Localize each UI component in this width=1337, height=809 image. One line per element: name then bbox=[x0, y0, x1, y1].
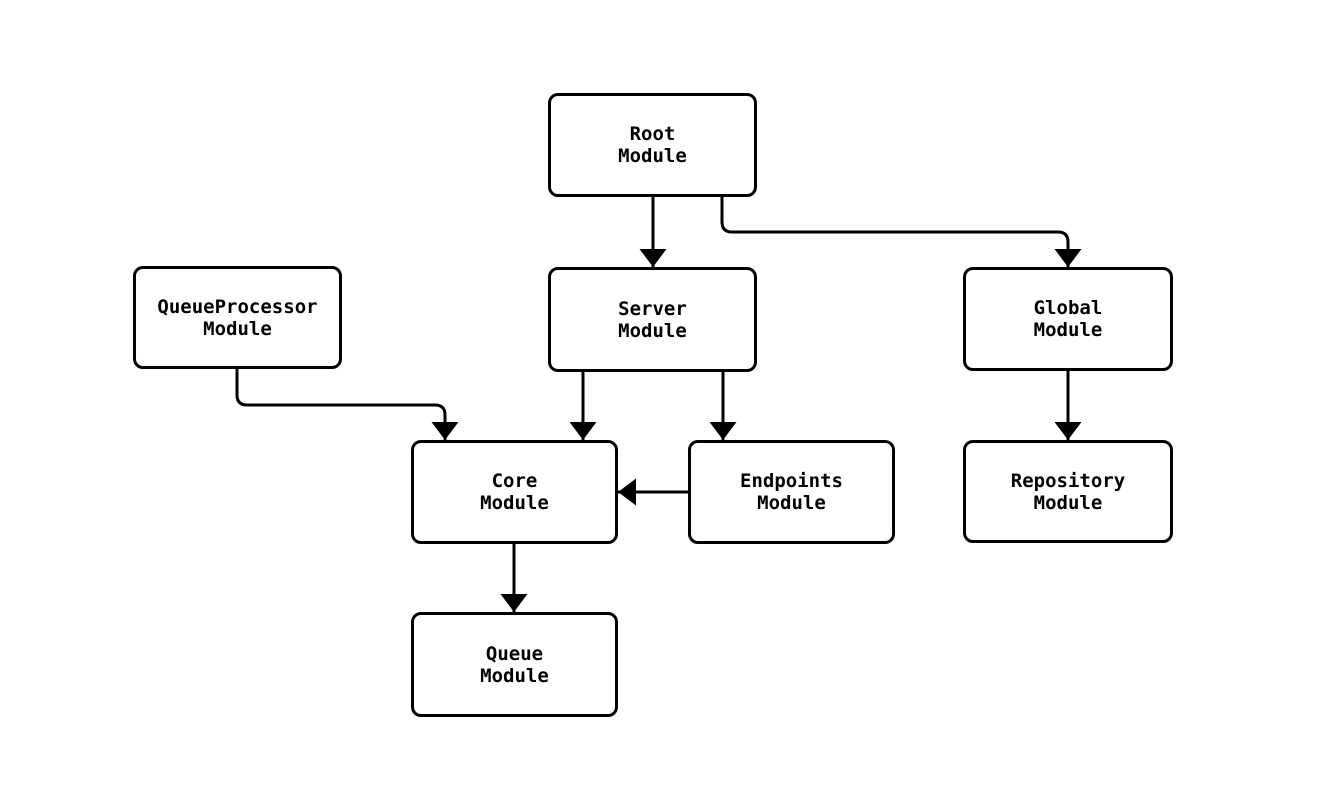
node-label: Module bbox=[480, 664, 549, 687]
node-label: Module bbox=[757, 492, 826, 514]
node-label: Server bbox=[618, 297, 687, 320]
edge-root-to-global bbox=[720, 197, 1082, 267]
node-label: Core bbox=[491, 470, 538, 492]
node-label: Global bbox=[1033, 297, 1103, 319]
node-label: Endpoints bbox=[740, 470, 843, 492]
node-label: Queue bbox=[485, 642, 544, 665]
node-label: Root bbox=[629, 123, 676, 145]
node-label: Module bbox=[618, 319, 687, 342]
node-label: Module bbox=[1033, 319, 1103, 341]
node-label: Module bbox=[203, 317, 272, 340]
edge-queueprocessor-to-core bbox=[235, 369, 459, 440]
node-label: Module bbox=[480, 492, 549, 514]
node-label: Module bbox=[618, 145, 687, 167]
node-label: Repository bbox=[1010, 469, 1126, 492]
node-label: QueueProcessor bbox=[157, 295, 318, 318]
node-label: Module bbox=[1033, 491, 1103, 514]
